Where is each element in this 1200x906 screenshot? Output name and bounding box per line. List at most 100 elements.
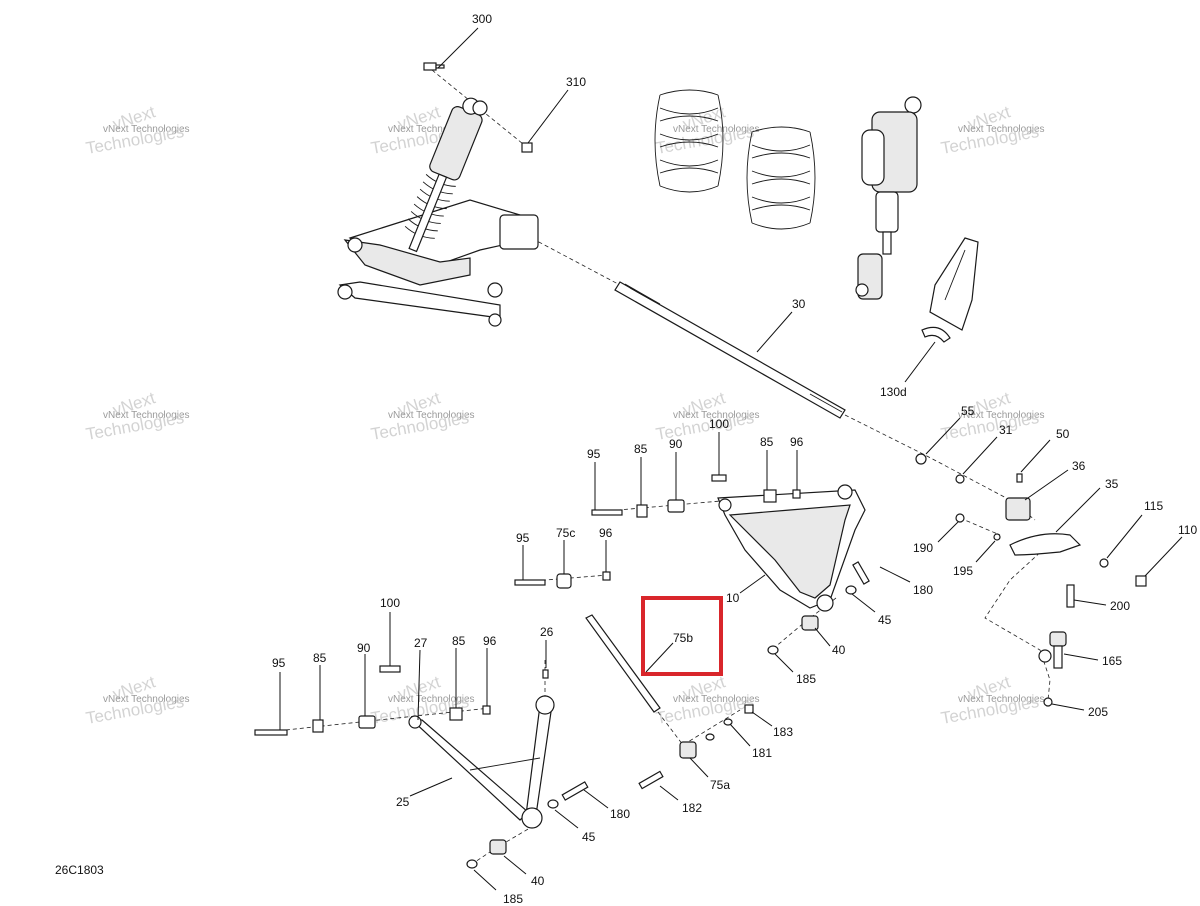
assembled-shock-rod [408,173,448,253]
assembly-line [257,707,491,734]
callout-label: 35 [1105,477,1119,491]
callout-label: 310 [566,75,586,89]
callout-label: 181 [752,746,772,760]
callout-label: 25 [396,795,410,809]
watermark-text: vNext Technologies [958,124,1045,135]
callout: 36 [1024,459,1086,501]
callout: 130d [880,341,936,399]
callout-label: 95 [272,656,286,670]
callout-label: 96 [483,634,497,648]
callout: 310 [527,75,586,144]
shock-top-eye [904,96,922,114]
callout-label: 27 [414,636,428,650]
part-95-bolt [591,509,623,516]
assembled-bushing [487,282,503,298]
part-115-washer [1099,558,1109,568]
ball-joint-top [1049,631,1067,647]
assembled-upper-arm-web [343,239,471,286]
watermark-text: vNext Technologies [388,124,475,135]
watermark: vNext vNext Technologies Technologies [939,672,1044,728]
guard-body [929,237,979,331]
spring-coils [751,126,811,230]
callout-label: 40 [832,643,846,657]
part-90-sleeve [358,715,376,729]
part-185-cap [466,859,478,869]
spring-guard [929,237,979,331]
highlight-box [641,596,723,676]
watermark: vNext vNext Technologies Technologies [939,388,1044,444]
watermark-text: vNext Technologies [103,410,190,421]
callout: 185 [774,653,816,686]
callout: 25 [396,777,453,809]
watermark-text: vNext Technologies [388,410,475,421]
callout-label: 130d [880,385,907,399]
callout: 31 [962,423,1013,475]
tie-rod-body [585,614,661,713]
watermark-text: vNext Technologies [673,410,760,421]
assembly-line [773,597,837,649]
callout-label: 300 [472,12,492,26]
assembled-suspension-view [337,97,539,327]
callout: 95 [516,531,530,580]
spring-1 [654,89,724,193]
part-180-bolt [852,561,870,585]
part-310-nut [521,142,533,153]
watermark: vNext vNext Technologies Technologies [84,102,189,158]
callout-label: 180 [610,807,630,821]
watermark: vNext vNext Technologies Technologies [84,388,189,444]
callout-label: 96 [599,526,613,540]
callout-label: 75a [710,778,730,792]
callout: 96 [790,435,804,490]
callout: 35 [1055,477,1119,533]
callout-label: 190 [913,541,933,555]
callout-label: 26 [540,625,554,639]
part-181-washer [723,718,733,726]
part-26-fitting [542,669,549,679]
bolt-head [423,62,437,71]
callout-label: 90 [357,641,371,655]
assembly-line [844,414,1036,521]
watermark-text: vNext Technologies [103,124,190,135]
callout-label: 10 [726,591,740,605]
callout-label: 185 [503,892,523,906]
part-183-nut [744,704,754,714]
callout-label: 85 [634,442,648,456]
part-180-bolt [561,781,589,801]
spring-2 [746,126,816,230]
callout-label: 95 [587,447,601,461]
part-31-washer [955,474,965,484]
assembled-knuckle [499,214,539,250]
part-25-lower-arm [408,695,555,829]
part-300-bolt [423,62,445,71]
callout: 75c [556,526,575,574]
part-85-bushing [763,489,777,503]
shock-bottom-eye [855,283,869,297]
part-95-bolt [254,729,288,736]
callout: 200 [1073,599,1130,613]
callout-label: 31 [999,423,1013,437]
callout: 100 [380,596,400,666]
shaft-body [614,281,846,419]
assembly-line [519,231,621,286]
callout-label: 50 [1056,427,1070,441]
callout: 45 [851,593,892,627]
document-code: 26C1803 [55,863,104,877]
shaft-spline [809,393,843,413]
callout-label: 45 [582,830,596,844]
part-85-bushing [312,719,324,733]
callout-label: 183 [773,725,793,739]
callout: 30 [756,297,806,353]
spring-coils [659,89,719,193]
callout: 165 [1063,653,1122,668]
callout: 95 [587,447,601,510]
watermarks: vNext vNext Technologies Technologies vN… [84,102,1044,728]
part-95-bolt [514,579,546,586]
callout-label: 40 [531,874,545,888]
assembly-line [984,547,1051,701]
part-75a-rod-end [679,741,697,759]
callout-label: 45 [878,613,892,627]
part-90-sleeve [667,499,685,513]
guard-rib [944,249,966,301]
callout: 75b [645,631,693,673]
